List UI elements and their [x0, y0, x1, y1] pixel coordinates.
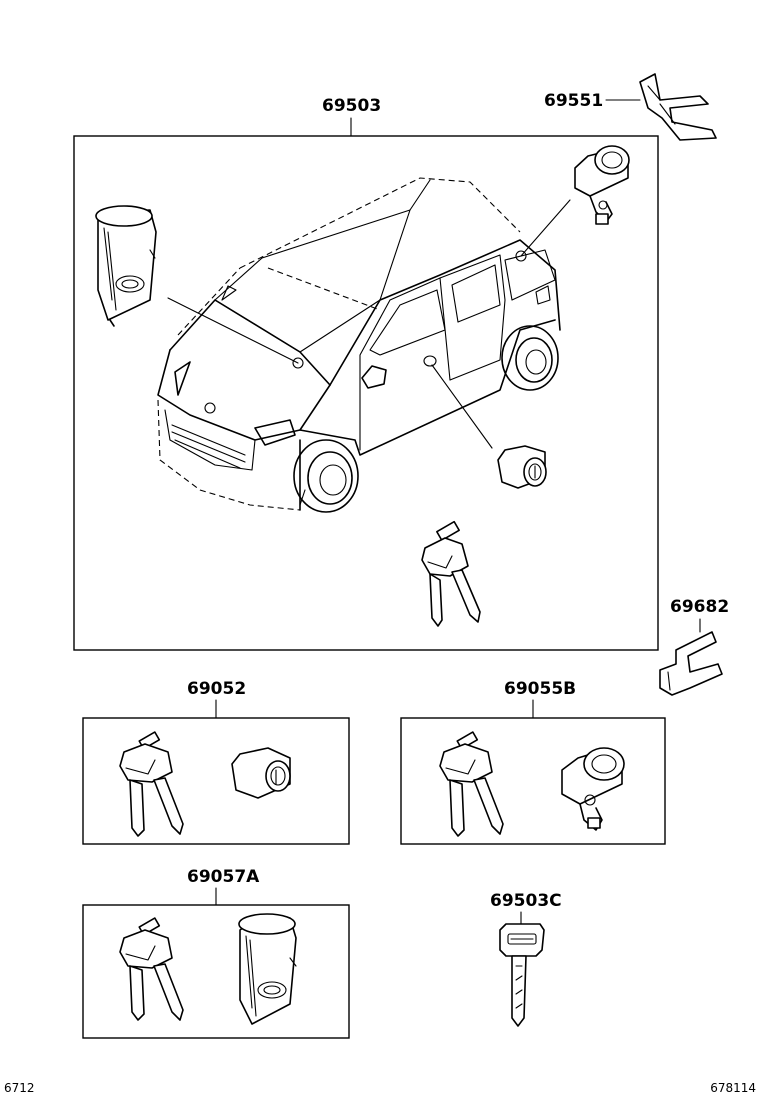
- leader-line: [167, 297, 299, 364]
- part-69551-group: 69551: [544, 73, 717, 141]
- set-box-69503: [73, 135, 659, 651]
- key-pair: [119, 917, 184, 1021]
- key-pair: [421, 520, 481, 627]
- single-key: [499, 923, 545, 1027]
- back-door-cylinder: [561, 747, 625, 831]
- set-69057A-group: 69057A: [82, 867, 350, 1039]
- footer-left-code: 6712: [4, 1081, 35, 1095]
- leader-line: [520, 199, 571, 257]
- part-69682-group: 69682: [659, 597, 729, 696]
- set-69052-group: 69052: [82, 679, 350, 845]
- door-lock-cylinder: [497, 445, 547, 489]
- car-illustration: [157, 177, 561, 513]
- part-label-69055B[interactable]: 69055B: [504, 679, 576, 699]
- part-69503C-group: 69503C: [490, 891, 562, 1027]
- back-door-cylinder: [574, 145, 630, 225]
- part-label-69682[interactable]: 69682: [670, 597, 729, 617]
- bracket-69551: [639, 73, 717, 141]
- set-box-69052: [82, 717, 350, 845]
- ignition-cylinder: [95, 205, 157, 327]
- part-label-69057A[interactable]: 69057A: [187, 867, 260, 887]
- ignition-cylinder: [238, 913, 297, 1025]
- key-pair: [119, 731, 184, 837]
- part-label-69503[interactable]: 69503: [322, 96, 381, 116]
- part-label-69551[interactable]: 69551: [544, 91, 603, 111]
- set-box-69055B: [400, 717, 666, 845]
- key-pair: [439, 731, 504, 837]
- bracket-69682: [659, 631, 723, 696]
- part-label-69503C[interactable]: 69503C: [490, 891, 562, 911]
- leader-line: [431, 364, 493, 449]
- set-69503-group: 69503: [73, 96, 659, 651]
- part-label-69052[interactable]: 69052: [187, 679, 246, 699]
- door-lock-cylinder: [231, 747, 291, 799]
- set-box-69057A: [82, 904, 350, 1039]
- set-69055B-group: 69055B: [400, 679, 666, 845]
- footer-right-code: 678114: [710, 1081, 756, 1095]
